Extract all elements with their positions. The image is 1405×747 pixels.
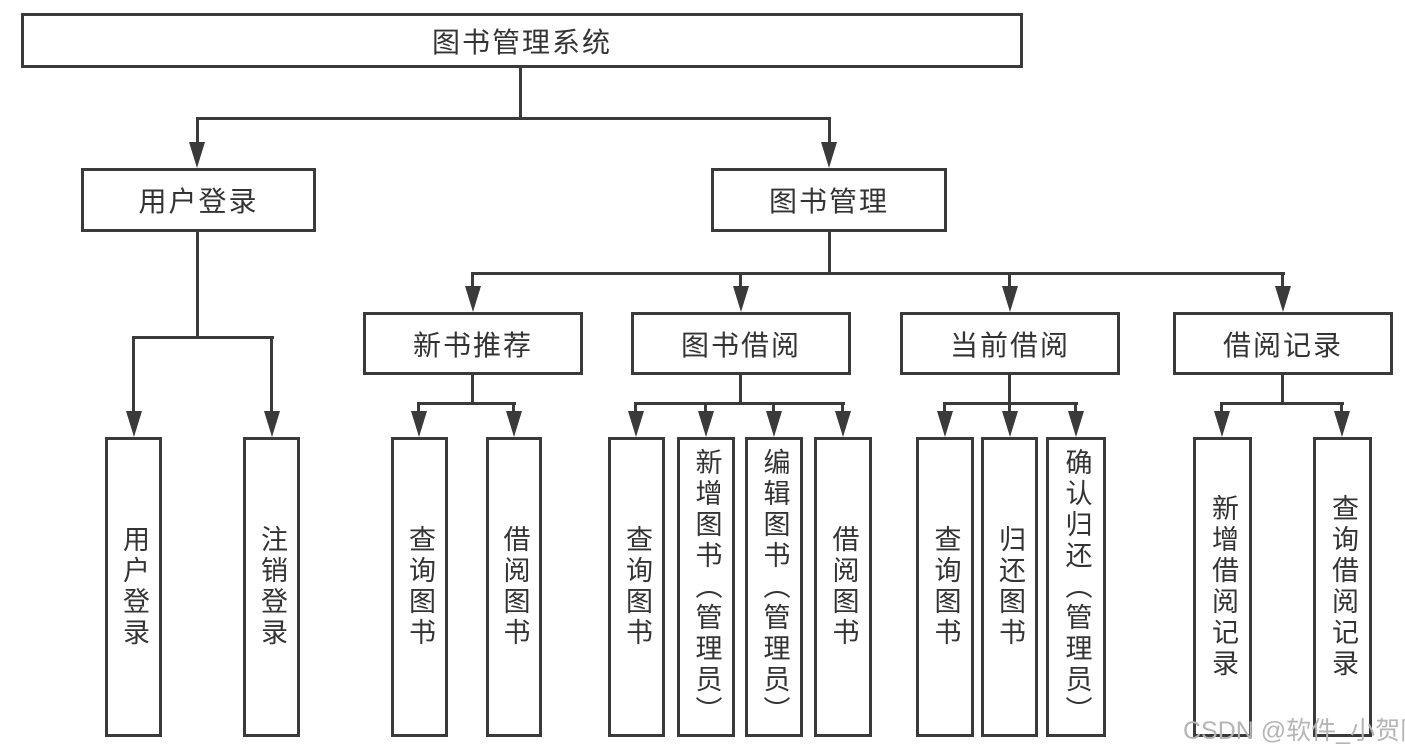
node-book-management: 图书管理 (711, 168, 947, 232)
arrow-down-icon (1002, 411, 1018, 437)
arrow-down-icon (1068, 411, 1084, 437)
connector-stem (1281, 272, 1284, 288)
arrow-down-icon (821, 142, 837, 168)
node-borrowing-records: 借阅记录 (1173, 312, 1393, 375)
connector-stem (1008, 373, 1011, 405)
node-current-borrowing-label: 当前借阅 (949, 329, 1070, 361)
node-borrowing-records-label: 借阅记录 (1222, 329, 1343, 361)
node-library-system: 图书管理系统 (21, 13, 1023, 68)
connector-level2-splitter (196, 117, 831, 120)
leaf-user-login-label: 用户登录 (119, 525, 149, 649)
leaf-query-books-borrowing-label: 查询图书 (622, 525, 652, 649)
leaf-query-books-recommend-label: 查询图书 (405, 525, 435, 649)
arrow-down-icon (1214, 411, 1230, 437)
connector-bookmgmt-stem (828, 230, 831, 275)
leaf-query-books-current-label: 查询图书 (930, 525, 961, 649)
leaf-add-borrow-record-label: 新增借阅记录 (1208, 494, 1238, 680)
arrow-down-icon (189, 142, 205, 168)
leaf-borrow-books-recommend: 借阅图书 (486, 437, 542, 737)
connector-stem (841, 402, 844, 413)
connector-group-splitter (635, 402, 845, 405)
connector-stem (1281, 373, 1284, 405)
leaf-add-borrow-record: 新增借阅记录 (1193, 437, 1252, 737)
arrow-down-icon (465, 286, 481, 312)
leaf-logout-label: 注销登录 (257, 525, 287, 649)
arrow-down-icon (937, 411, 953, 437)
connector-root-stem (519, 66, 522, 120)
connector-stem (704, 402, 707, 413)
arrow-down-icon (1334, 411, 1350, 437)
leaf-confirm-return-admin: 确认归还（管理员） (1046, 437, 1106, 737)
node-new-book-recommend: 新书推荐 (363, 312, 583, 375)
connector-stem (471, 272, 474, 288)
leaf-add-books-admin: 新增图书（管理员） (677, 437, 735, 737)
leaf-return-books-label: 归还图书 (995, 525, 1025, 649)
leaf-borrow-books-label: 借阅图书 (828, 525, 859, 649)
connector-userlogin-splitter (132, 336, 274, 339)
connector-stem (471, 373, 474, 405)
leaf-return-books: 归还图书 (981, 437, 1038, 737)
connector-stem (1008, 402, 1011, 413)
connector-stem (943, 402, 946, 413)
node-library-system-label: 图书管理系统 (431, 26, 612, 58)
arrow-down-icon (698, 411, 714, 437)
connector-stem (634, 402, 637, 413)
node-user-login-label: 用户登录 (138, 186, 259, 217)
connector-stem (270, 336, 273, 412)
arrow-down-icon (1002, 286, 1018, 312)
node-book-borrowing-label: 图书借阅 (680, 329, 801, 361)
leaf-edit-books-admin: 编辑图书（管理员） (745, 437, 803, 737)
leaf-query-books-current: 查询图书 (916, 437, 974, 737)
connector-stem (828, 117, 831, 144)
node-new-book-recommend-label: 新书推荐 (412, 329, 533, 361)
arrow-down-icon (835, 411, 851, 437)
arrow-down-icon (411, 411, 427, 437)
arrow-down-icon (733, 286, 749, 312)
leaf-confirm-return-admin-label: 确认归还（管理员） (1061, 447, 1092, 727)
connector-userlogin-stem (196, 230, 199, 338)
arrow-down-icon (126, 411, 142, 437)
connector-stem (196, 117, 199, 144)
arrow-down-icon (264, 411, 280, 437)
node-book-borrowing: 图书借阅 (631, 312, 851, 375)
leaf-query-books-recommend: 查询图书 (391, 437, 448, 737)
leaf-borrow-books: 借阅图书 (814, 437, 872, 737)
leaf-logout: 注销登录 (243, 437, 300, 737)
connector-stem (772, 402, 775, 413)
connector-stem (512, 402, 515, 413)
connector-stem (1074, 402, 1077, 413)
leaf-query-books-borrowing: 查询图书 (608, 437, 665, 737)
connector-stem (1220, 402, 1223, 413)
leaf-query-borrow-record: 查询借阅记录 (1313, 437, 1372, 737)
arrow-down-icon (628, 411, 644, 437)
node-book-management-label: 图书管理 (768, 186, 889, 217)
arrow-down-icon (506, 411, 522, 437)
arrow-down-icon (766, 411, 782, 437)
leaf-edit-books-admin-label: 编辑图书（管理员） (759, 447, 790, 727)
leaf-borrow-books-recommend-label: 借阅图书 (499, 525, 530, 649)
leaf-user-login: 用户登录 (105, 437, 162, 737)
connector-level3-splitter (471, 272, 1285, 275)
csdn-watermark: CSDN @软件_小贺同学 (1183, 717, 1405, 745)
connector-stem (1008, 272, 1011, 288)
connector-stem (417, 402, 420, 413)
connector-stem (739, 272, 742, 288)
connector-stem (739, 373, 742, 405)
node-current-borrowing: 当前借阅 (900, 312, 1120, 375)
leaf-add-books-admin-label: 新增图书（管理员） (691, 447, 722, 727)
arrow-down-icon (1275, 286, 1291, 312)
node-user-login: 用户登录 (81, 168, 316, 232)
connector-group-splitter (1221, 402, 1344, 405)
connector-stem (1340, 402, 1343, 413)
leaf-query-borrow-record-label: 查询借阅记录 (1328, 494, 1358, 680)
connector-group-splitter (417, 402, 516, 405)
connector-stem (132, 336, 135, 412)
